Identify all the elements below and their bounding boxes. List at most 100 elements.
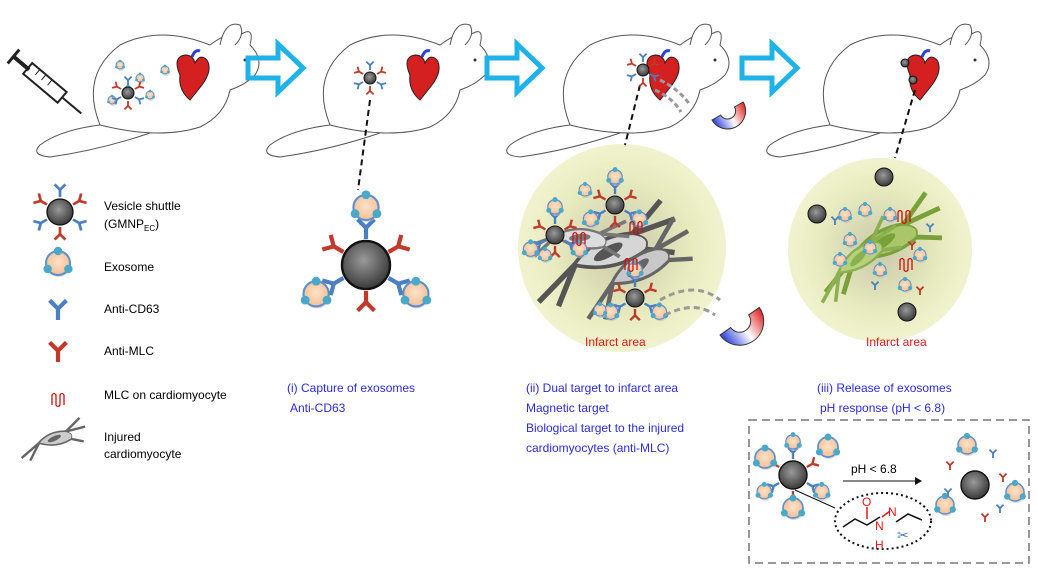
step3-ph: pH response (pH < 6.8) [820,401,945,415]
exosome-icon [546,197,564,216]
ph-mechanism-box [748,419,1030,564]
anti-mlc-icon [134,81,145,90]
step1-title: (i) Capture of exosomes [287,381,415,395]
gmnp-particle [897,302,917,322]
step2-biological: Biological target to the injured [526,421,684,435]
exosome-icon [872,261,888,278]
legend-vesicle-shuttle: Vesicle shuttle [104,199,181,213]
anti-cd63-icon [613,302,627,314]
anti-mlc-icon [649,58,660,67]
atom-n: N [875,519,884,533]
anti-cd63-icon [134,96,145,105]
anti-cd63-icon [766,481,780,494]
gmnp-particle [778,460,808,490]
anti-cd63-icon [870,280,880,290]
exosome-icon [300,276,332,309]
vesicle-shuttle [581,167,649,229]
cardiomyocyte-icon [20,416,86,462]
step1-sub: Anti-CD63 [290,401,346,415]
exosome-icon [135,72,145,84]
exosome-icon [350,190,382,222]
vesicle-shuttle [111,75,145,111]
infarct-label: Infarct area [585,335,646,349]
flow-arrow-icon [739,38,801,98]
anti-cd63-icon [111,96,122,105]
gmnp-particle [46,198,74,226]
anti-cd63-icon [353,81,364,90]
anti-cd63-icon [830,215,840,225]
anti-mlc-icon [980,512,990,522]
heart-icon [406,49,440,101]
exosome-icon [115,59,125,71]
anti-mlc-icon [48,340,68,362]
exosome-icon [882,206,898,223]
gmnp-particle [874,167,894,187]
anti-mlc-icon [53,227,67,241]
anti-cd63-icon [649,73,660,82]
anti-mlc-icon [623,189,637,201]
legend-mlc: MLC on cardiomyocyte [104,388,227,402]
legend-anti-mlc: Anti-MLC [104,344,154,358]
anti-cd63-icon [72,218,87,231]
leader-line [624,84,641,146]
step2-magnetic: Magnetic target [526,401,609,415]
anti-cd63-icon [33,218,48,231]
flow-arrow-icon [484,38,546,98]
gmnp-particle [363,71,377,85]
anti-cd63-icon [321,276,345,296]
mouse-illustration [266,23,490,158]
anti-mlc-icon [613,282,627,294]
anti-mlc-icon [915,285,925,295]
anti-cd63-icon [643,302,657,314]
exosome-icon [897,276,913,293]
infarct-label: Infarct area [866,335,927,349]
heart-icon [906,49,940,101]
anti-mlc-icon [321,234,345,254]
atom-n: N [888,505,897,519]
vesicle-shuttle [300,190,432,313]
magnetic-field-lines [659,288,721,317]
anti-cd63-icon [988,448,998,458]
exosome-icon [752,444,778,470]
exosome-icon [537,246,553,263]
mlc-icon [51,392,65,408]
exosome-icon [912,246,928,263]
gmnp-particle [960,470,990,500]
exosome-icon [521,239,540,259]
exosome-icon [857,201,873,218]
anti-cd63-icon [806,481,820,494]
gmnp-particle [908,75,918,85]
anti-mlc-icon [123,101,133,111]
mlc-icon [897,209,911,225]
anti-cd63-icon [638,52,648,62]
step2-title: (ii) Dual target to infarct area [526,381,678,395]
mouse-illustration [506,23,730,158]
exosome-icon [581,209,600,229]
anti-cd63-icon [533,239,547,251]
flow-arrow-icon [245,38,307,98]
legend-anti-cd63: Anti-CD63 [104,302,160,316]
exosome-icon [780,494,806,520]
exosome-icon [606,167,624,186]
exosome-icon [812,481,831,501]
leader-line [894,89,916,159]
zoom-arrow [794,489,836,509]
anti-mlc-icon [643,282,657,294]
anti-mlc-icon [533,219,547,231]
anti-cd63-icon [376,81,387,90]
anti-cd63-icon [623,209,637,221]
anti-mlc-icon [365,86,375,96]
ph-arrowhead [915,477,922,485]
gmnp-particle [807,204,827,224]
anti-mlc-icon [387,234,411,254]
exosome-icon [862,239,878,256]
magnet-icon [711,101,747,130]
vesicle-shuttle [521,197,589,259]
scissors-icon: ✂ [897,527,909,543]
anti-cd63-icon [563,239,577,251]
magnetic-field-lines [654,78,692,113]
gmnp-particle [340,239,392,291]
legend-gmnp: (GMNPEC) [104,217,159,233]
anti-mlc-icon [609,216,621,229]
